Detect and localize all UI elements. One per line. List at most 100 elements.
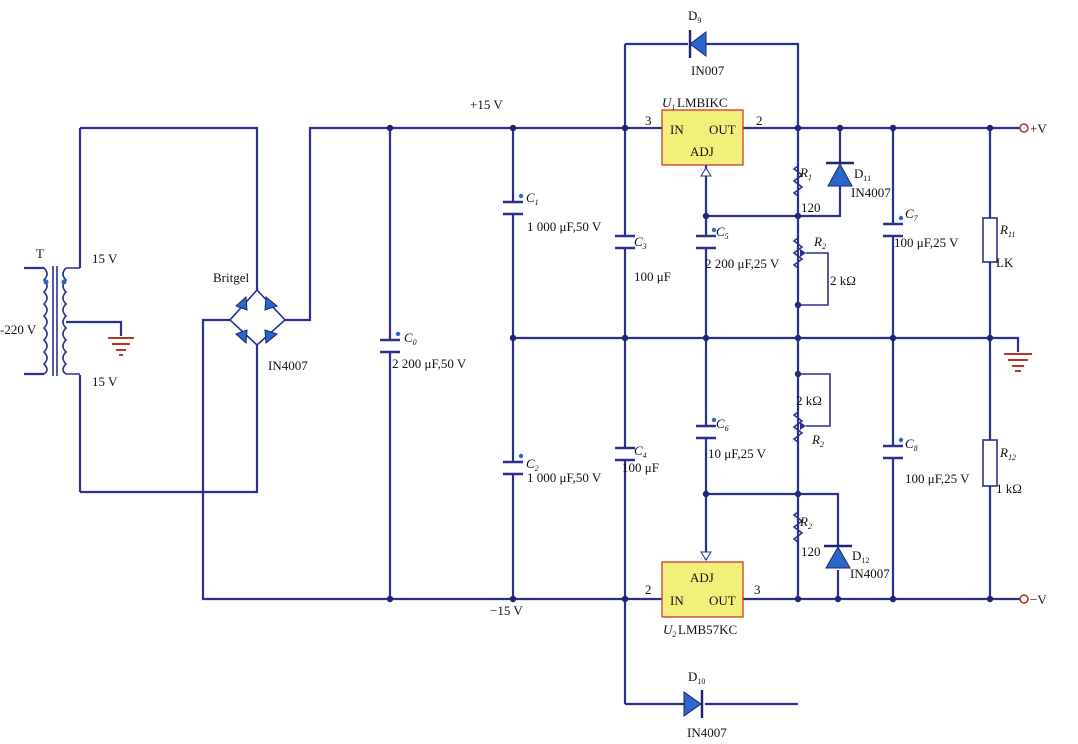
capacitor-c3 (615, 234, 635, 250)
potentiometer-r2-top (792, 216, 806, 338)
c8-ref-label: C8 (905, 436, 918, 453)
junction-dot (836, 124, 844, 132)
r2-bottom-value-label: 2 kΩ (796, 393, 822, 408)
d9-ref-label: D9 (688, 8, 701, 25)
resistor-r12 (982, 439, 998, 487)
capacitor-c1 (503, 193, 524, 216)
d12-part-label: IN4007 (850, 566, 890, 581)
transformer (42, 266, 80, 376)
d11-part-label: IN4007 (851, 185, 891, 200)
bridge-diode-icon (264, 329, 279, 344)
bridge-rectifier (228, 288, 287, 347)
diode-d11 (826, 161, 854, 187)
d9-part-label: IN007 (691, 63, 725, 78)
minus15-rail-label: −15 V (490, 603, 523, 618)
bridge-part-label: IN4007 (268, 358, 308, 373)
capacitor-c4 (615, 446, 635, 462)
junction-dot (889, 595, 897, 603)
r12-value-label: 1 kΩ (996, 481, 1022, 496)
wire-pot-bottom-wiper (798, 373, 831, 427)
r11-ref-label: R11 (999, 222, 1015, 239)
c4-value-label: 100 μF (622, 460, 659, 475)
transformer-ref-label: T (36, 246, 44, 261)
r2-bottom-ref-label: R2 (811, 432, 824, 449)
diode-d10 (683, 690, 704, 718)
junction-dot (509, 124, 517, 132)
capacitor-c2 (503, 453, 524, 476)
output-terminal-plus (1019, 123, 1029, 133)
junction-dot (702, 334, 710, 342)
u2-ref-label: U2 (663, 622, 676, 639)
capacitor-c5 (696, 227, 717, 250)
wire-transformer-bottom (80, 345, 259, 494)
c1-ref-label: C1 (526, 190, 539, 207)
bridge-diode-icon (264, 296, 279, 311)
wire-minus15-rail (201, 318, 625, 601)
junction-dot (986, 124, 994, 132)
u1-part-label: LMBIKC (677, 95, 728, 110)
junction-dot (386, 124, 394, 132)
regulator-u2 (661, 551, 744, 618)
c0-ref-label: C0 (404, 330, 417, 347)
capacitor-c7 (883, 215, 904, 238)
d10-part-label: IN4007 (687, 725, 727, 740)
polarity-dot (61, 279, 67, 285)
minus-v-terminal-label: −V (1030, 592, 1047, 607)
diode-d9 (688, 30, 707, 58)
c5-value-label: 2 200 μF,25 V (705, 256, 780, 271)
junction-dot (621, 124, 629, 132)
junction-dot (509, 334, 517, 342)
bridge-outline (228, 288, 287, 347)
bridge-diode-icon (235, 329, 248, 345)
resistor-r11 (982, 217, 998, 263)
u2-adj-pin-label: ADJ (690, 570, 714, 585)
c6-ref-label: C6 (716, 416, 729, 433)
ground-symbol-right (1004, 353, 1032, 372)
junction-dot (889, 124, 897, 132)
junction-dot (986, 334, 994, 342)
junction-dots (386, 124, 994, 603)
transformer-secondary-coil (62, 267, 68, 375)
r1-value-label: 120 (801, 200, 821, 215)
r1-ref-label: R1 (799, 165, 812, 182)
c0-value-label: 2 200 μF,50 V (392, 356, 467, 371)
wire-plus15-rail (285, 126, 625, 322)
junction-dot (621, 334, 629, 342)
u2-out-pin-label: OUT (709, 593, 736, 608)
transformer-primary-coil (42, 267, 48, 375)
c2-value-label: 1 000 μF,50 V (527, 470, 602, 485)
u2-part-label: LMB57KC (678, 622, 737, 637)
polarity-dot (43, 279, 49, 285)
c7-ref-label: C7 (905, 206, 919, 223)
r2-top-ref-label: R2 (813, 234, 826, 251)
wire-reg-inputs (625, 126, 662, 601)
wire-transformer-top (80, 126, 259, 290)
wire-adj-u2 (704, 338, 840, 546)
junction-dot (621, 595, 629, 603)
capacitor-c6 (696, 417, 717, 440)
junction-dot (386, 595, 394, 603)
c2-ref-label: C2 (526, 456, 539, 473)
junction-dot (834, 595, 842, 603)
wire-ground-rail (513, 336, 1020, 352)
output-terminal-minus (1019, 594, 1029, 604)
junction-dot (702, 490, 710, 498)
transformer-top-winding-label: 15 V (92, 251, 118, 266)
r2-top-value-label: 2 kΩ (830, 273, 856, 288)
u1-ref-label: U1 (662, 95, 675, 112)
junction-dot (509, 595, 517, 603)
wire-center-tap (66, 320, 123, 336)
bridge-diode-icon (235, 295, 248, 311)
junction-dot (889, 334, 897, 342)
u1-pin-in-number: 3 (645, 113, 652, 128)
u2-in-pin-label: IN (670, 593, 684, 608)
resistor-r1 (792, 128, 804, 216)
plus15-rail-label: +15 V (470, 97, 503, 112)
u1-adj-pin-label: ADJ (690, 144, 714, 159)
wire-d9-loop (625, 42, 800, 599)
r2-fixed-ref-label: R2 (799, 514, 812, 531)
resistor-r2-fixed (792, 494, 804, 599)
r2-fixed-value-label: 120 (801, 544, 821, 559)
transformer-input-label: -220 V (0, 322, 37, 337)
